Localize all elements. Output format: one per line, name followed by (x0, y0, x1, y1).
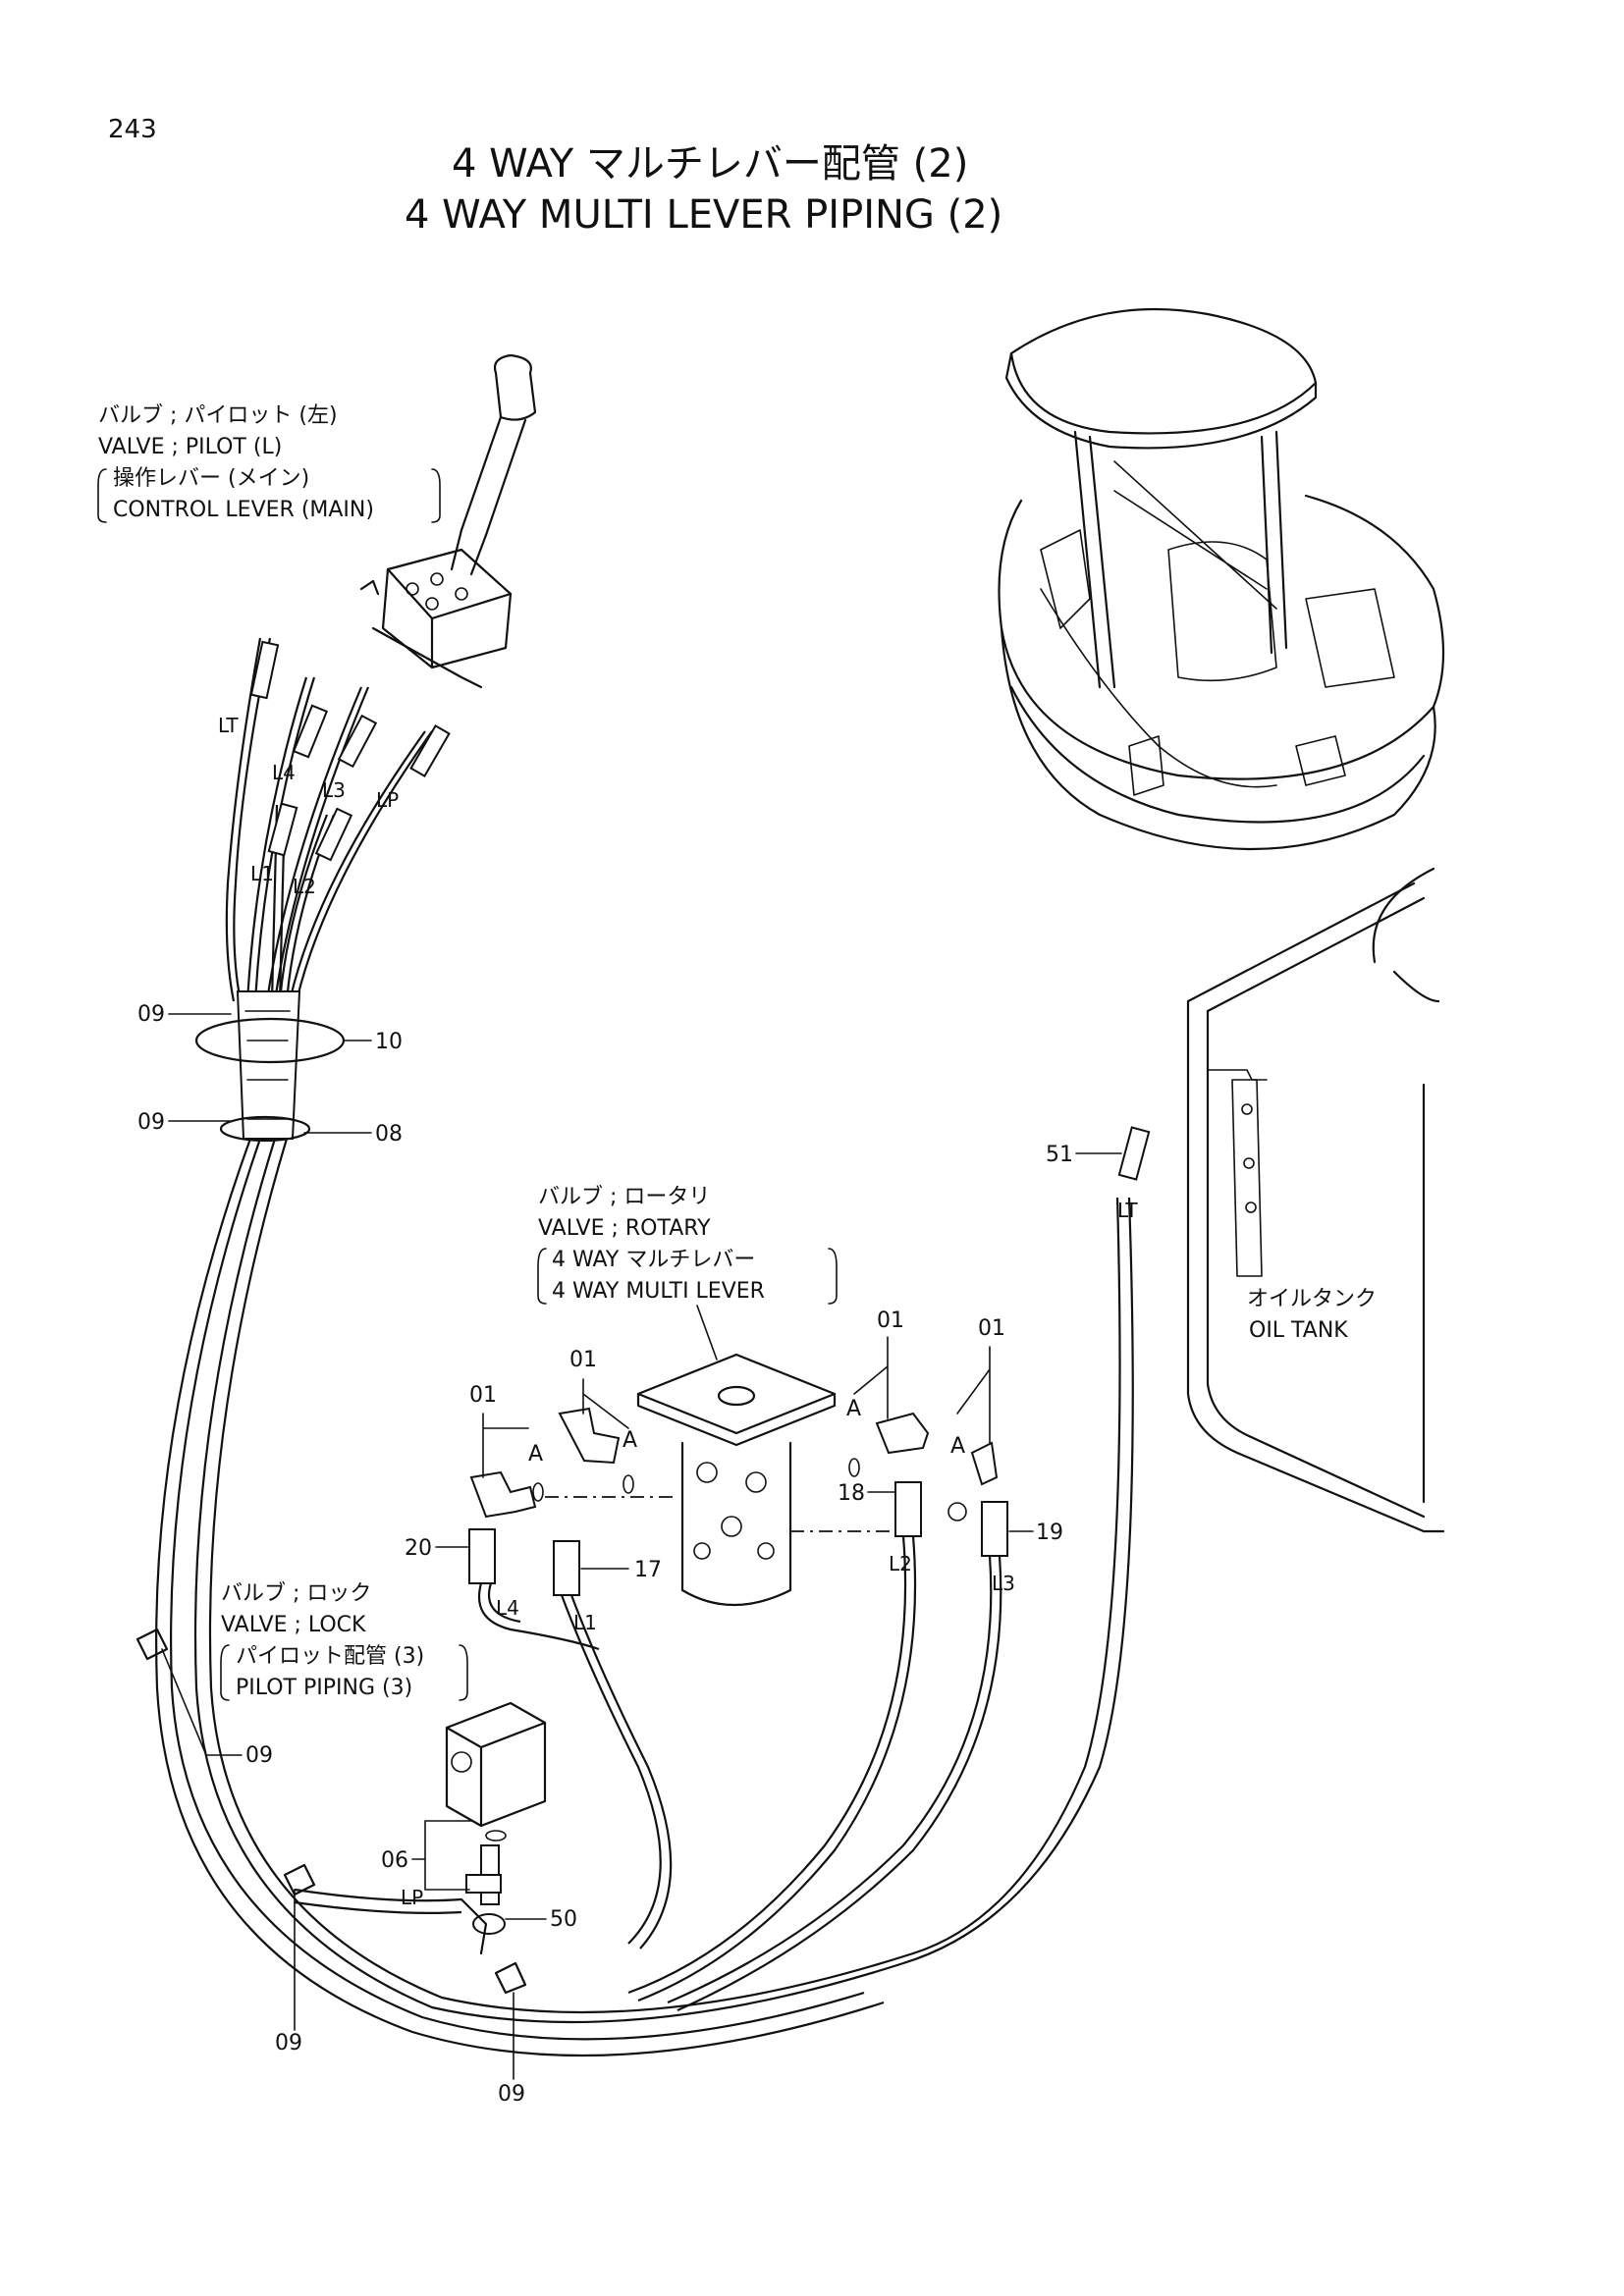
svg-text:L4: L4 (272, 761, 296, 784)
svg-text:PILOT PIPING (3): PILOT PIPING (3) (236, 1676, 412, 1700)
svg-text:01: 01 (469, 1383, 497, 1408)
svg-text:08: 08 (375, 1122, 403, 1147)
svg-text:VALVE ; ROTARY: VALVE ; ROTARY (538, 1216, 711, 1241)
callout-oil-tank: オイルタンク OIL TANK (1247, 1287, 1377, 1343)
svg-text:OIL TANK: OIL TANK (1249, 1318, 1348, 1343)
part-number-callouts: 09 10 09 08 01 01 01 01 20 17 18 19 51 0… (137, 1002, 1122, 2107)
rotary-valve-illustration (545, 1353, 893, 1606)
svg-text:4 WAY マルチレバー: 4 WAY マルチレバー (552, 1248, 755, 1272)
callout-lock-valve: バルブ ; ロック VALVE ; LOCK パイロット配管 (3) PILOT… (220, 1581, 468, 1701)
svg-text:4 WAY MULTI LEVER: 4 WAY MULTI LEVER (552, 1279, 765, 1304)
svg-text:A: A (623, 1428, 637, 1453)
svg-text:17: 17 (634, 1558, 662, 1582)
svg-text:A: A (528, 1442, 543, 1467)
svg-text:09: 09 (137, 1002, 165, 1027)
lever-hoses (225, 637, 451, 1002)
svg-text:L3: L3 (992, 1572, 1015, 1595)
svg-text:01: 01 (877, 1308, 904, 1333)
svg-text:操作レバー (メイン): 操作レバー (メイン) (113, 466, 309, 491)
clamps (135, 1628, 527, 1995)
svg-text:LT: LT (218, 714, 239, 737)
svg-text:09: 09 (275, 2031, 302, 2056)
svg-text:L3: L3 (322, 778, 346, 802)
svg-text:L1: L1 (573, 1611, 597, 1634)
callout-pilot-valve: バルブ ; パイロット (左) VALVE ; PILOT (L) 操作レバー … (97, 403, 441, 523)
svg-text:50: 50 (550, 1907, 577, 1932)
svg-text:CONTROL LEVER (MAIN): CONTROL LEVER (MAIN) (113, 498, 374, 522)
callout-rotary-valve: バルブ ; ロータリ VALVE ; ROTARY 4 WAY マルチレバー 4… (537, 1185, 838, 1361)
page-number: 243 (108, 115, 157, 144)
svg-text:LP: LP (376, 788, 399, 812)
svg-text:L1: L1 (250, 862, 274, 885)
svg-text:09: 09 (245, 1743, 273, 1768)
oil-tank-illustration (1186, 867, 1445, 1533)
svg-text:パイロット配管 (3): パイロット配管 (3) (236, 1644, 424, 1669)
title-english: 4 WAY MULTI LEVER PIPING (2) (405, 192, 1002, 238)
svg-text:51: 51 (1046, 1143, 1073, 1167)
svg-text:LT: LT (1117, 1199, 1138, 1222)
svg-text:L4: L4 (496, 1596, 519, 1620)
svg-text:20: 20 (405, 1536, 432, 1561)
svg-text:10: 10 (375, 1030, 403, 1054)
svg-text:09: 09 (137, 1110, 165, 1135)
port-markers: A A A A (528, 1397, 967, 1522)
svg-text:VALVE ; PILOT (L): VALVE ; PILOT (L) (98, 435, 282, 459)
svg-text:オイルタンク: オイルタンク (1247, 1287, 1377, 1311)
lock-valve-illustration (294, 1701, 547, 1955)
svg-text:A: A (846, 1397, 861, 1421)
svg-text:バルブ ; パイロット (左): バルブ ; パイロット (左) (98, 403, 338, 428)
svg-text:19: 19 (1036, 1521, 1063, 1545)
svg-text:18: 18 (838, 1481, 865, 1506)
svg-text:L2: L2 (889, 1552, 912, 1575)
svg-text:バルブ ; ロック: バルブ ; ロック (221, 1581, 371, 1606)
svg-text:LP: LP (401, 1886, 423, 1909)
control-lever-illustration (359, 353, 537, 689)
svg-text:01: 01 (569, 1348, 597, 1372)
svg-text:L2: L2 (293, 875, 316, 898)
svg-text:09: 09 (498, 2082, 525, 2107)
svg-text:VALVE ; LOCK: VALVE ; LOCK (221, 1613, 366, 1637)
title-japanese: 4 WAY マルチレバー配管 (2) (452, 141, 968, 187)
hose-labels: LT L4 L3 LP L1 L2 LT L2 L3 L4 L1 LP (218, 714, 1138, 1909)
machine-illustration (998, 307, 1445, 851)
svg-text:バルブ ; ロータリ: バルブ ; ロータリ (538, 1185, 710, 1209)
svg-text:06: 06 (381, 1848, 408, 1873)
svg-text:A: A (950, 1434, 965, 1459)
rotary-fittings (468, 1126, 1151, 2012)
svg-text:01: 01 (978, 1316, 1005, 1341)
